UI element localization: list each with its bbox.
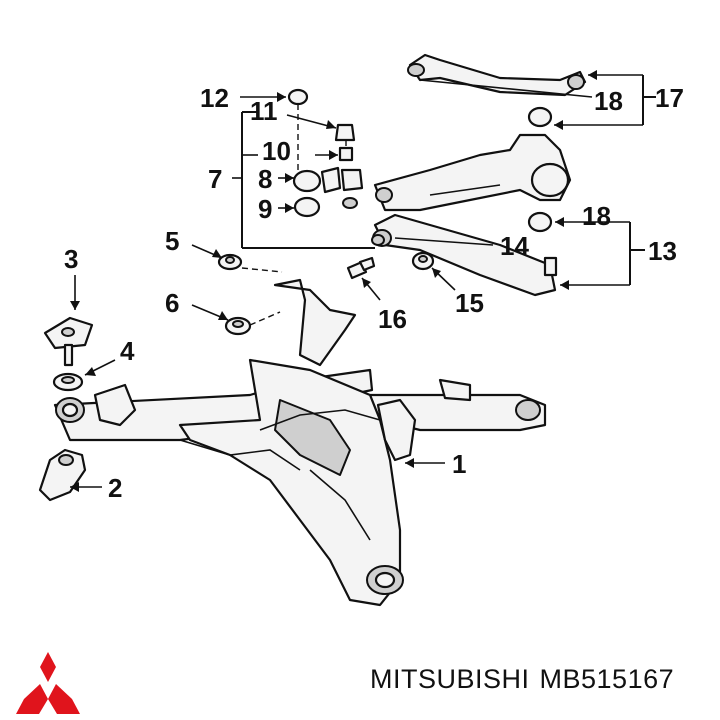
brand-name: MITSUBISHI (370, 664, 530, 694)
callout-17: 17 (655, 83, 684, 113)
callout-6: 6 (165, 288, 179, 318)
mitsubishi-logo-icon (16, 652, 80, 714)
callout-labels: 1 2 3 4 5 6 7 8 9 10 11 12 13 14 15 16 1… (64, 83, 684, 503)
leader-lines (70, 70, 656, 492)
callout-2: 2 (108, 473, 122, 503)
callout-18-lower: 18 (582, 201, 611, 231)
washer-part-4 (52, 372, 84, 392)
bushing-part-18-lower (527, 211, 553, 233)
mount-plate-part-3 (43, 316, 94, 367)
callout-11: 11 (250, 96, 278, 126)
callout-9: 9 (258, 194, 272, 224)
part-11-sleeve (334, 123, 356, 142)
bushing-part-15 (411, 251, 435, 271)
callout-3: 3 (64, 244, 78, 274)
callout-15: 15 (455, 288, 484, 318)
subframe-crossmember (53, 278, 547, 607)
part-9-bushing-right (342, 197, 358, 209)
part-12-cap (287, 88, 309, 106)
part-9-bushing-left (293, 196, 321, 218)
bolt-part-16 (346, 256, 376, 280)
callout-12: 12 (200, 83, 229, 113)
callout-14: 14 (500, 231, 529, 261)
bushing-stack-parts-8-12 (287, 88, 364, 218)
callout-10: 10 (262, 136, 291, 166)
upper-control-link-part-17 (407, 53, 587, 97)
mount-bracket-part-2 (38, 448, 87, 502)
trailing-arm-part-7 (373, 133, 572, 212)
bushing-part-18-upper (527, 106, 553, 128)
bushing-part-14 (371, 234, 385, 246)
bushing-part-6 (224, 316, 252, 336)
callout-16: 16 (378, 304, 407, 334)
part-10-spacer (338, 146, 354, 162)
callout-18-upper: 18 (594, 86, 623, 116)
part-8-bushing-mid (320, 166, 342, 194)
part-caption: MITSUBISHI MB515167 (370, 664, 684, 695)
callout-5: 5 (165, 226, 179, 256)
callout-4: 4 (120, 336, 135, 366)
callout-1: 1 (452, 449, 466, 479)
bushing-part-5 (217, 253, 243, 271)
callout-13: 13 (648, 236, 677, 266)
part-8-bushing-right (340, 168, 364, 192)
callout-8: 8 (258, 164, 272, 194)
callout-7: 7 (208, 164, 222, 194)
part-number: MB515167 (539, 664, 675, 694)
part-8-bushing-left (292, 169, 322, 193)
